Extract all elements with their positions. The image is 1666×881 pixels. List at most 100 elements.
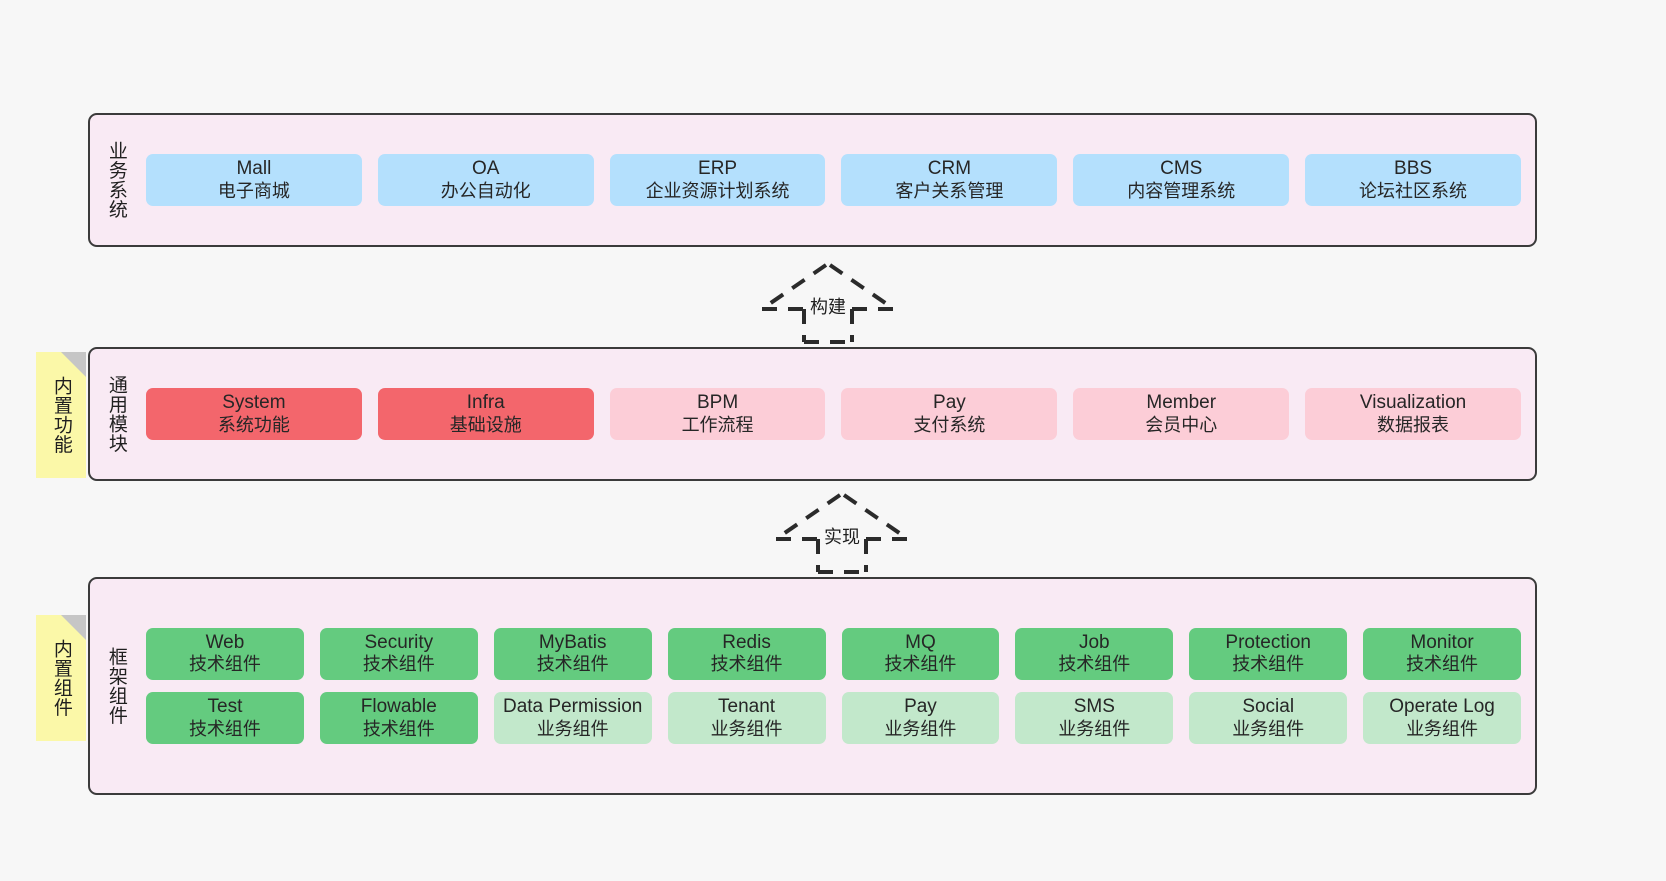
node-mybatis[interactable]: MyBatis 技术组件 (493, 627, 652, 680)
node-flowable[interactable]: Flowable 技术组件 (319, 692, 478, 745)
node-title: System (222, 391, 286, 413)
connector-implement: 实现 (772, 493, 912, 574)
node-title: Monitor (1410, 631, 1474, 653)
node-title: Test (207, 696, 243, 717)
node-test[interactable]: Test 技术组件 (146, 692, 304, 745)
node-title: BBS (1394, 157, 1433, 179)
node-subtitle: 电子商城 (217, 180, 290, 201)
folded-corner-icon (61, 615, 86, 640)
node-member[interactable]: Member 会员中心 (1073, 387, 1290, 441)
node-protection[interactable]: Protection 技术组件 (1189, 627, 1348, 680)
node-operate-log[interactable]: Operate Log 业务组件 (1363, 692, 1521, 745)
layer-title-framework-components: 框架组件 (105, 647, 127, 725)
node-pay-component[interactable]: Pay 业务组件 (841, 692, 1000, 745)
node-subtitle: 数据报表 (1377, 414, 1450, 435)
sticky-note-label: 内置组件 (50, 639, 72, 717)
connector-label-build: 构建 (807, 293, 849, 319)
layer-row: Test 技术组件 Flowable 技术组件 Data Permission … (146, 692, 1521, 745)
node-subtitle: 论坛社区系统 (1359, 180, 1468, 201)
layer-title-business-systems: 业务系统 (105, 141, 127, 219)
node-pay[interactable]: Pay 支付系统 (841, 387, 1058, 441)
node-title: Pay (933, 391, 966, 413)
node-title: BPM (696, 391, 739, 413)
node-title: Tenant (718, 696, 776, 717)
node-title: Protection (1225, 631, 1311, 653)
node-subtitle: 内容管理系统 (1127, 180, 1236, 201)
node-infra[interactable]: Infra 基础设施 (377, 387, 594, 441)
node-subtitle: 业务组件 (1058, 718, 1131, 739)
node-social[interactable]: Social 业务组件 (1189, 692, 1348, 745)
node-subtitle: 技术组件 (884, 654, 957, 675)
node-subtitle: 客户关系管理 (895, 180, 1004, 201)
node-sms[interactable]: SMS 业务组件 (1015, 692, 1174, 745)
dashed-up-arrow-icon (760, 263, 896, 344)
node-subtitle: 技术组件 (710, 654, 783, 675)
node-subtitle: 基础设施 (449, 414, 522, 435)
connector-build: 构建 (758, 263, 898, 344)
node-title: Web (205, 631, 245, 653)
node-title: MyBatis (538, 631, 607, 653)
node-visualization[interactable]: Visualization 数据报表 (1305, 387, 1521, 441)
layer-row: Web 技术组件 Security 技术组件 MyBatis 技术组件 Redi… (146, 627, 1521, 680)
node-title: Security (364, 631, 434, 653)
node-monitor[interactable]: Monitor 技术组件 (1363, 627, 1521, 680)
node-oa[interactable]: OA 办公自动化 (377, 153, 594, 207)
layer-body-framework-components: Web 技术组件 Security 技术组件 MyBatis 技术组件 Redi… (142, 579, 1535, 793)
node-title: Job (1078, 631, 1110, 653)
node-subtitle: 系统功能 (217, 414, 290, 435)
node-job[interactable]: Job 技术组件 (1015, 627, 1174, 680)
node-subtitle: 业务组件 (884, 718, 957, 739)
node-mall[interactable]: Mall 电子商城 (146, 153, 362, 207)
node-bpm[interactable]: BPM 工作流程 (609, 387, 826, 441)
node-subtitle: 业务组件 (1232, 718, 1305, 739)
node-subtitle: 工作流程 (681, 414, 754, 435)
node-web[interactable]: Web 技术组件 (146, 627, 304, 680)
node-system[interactable]: System 系统功能 (146, 387, 362, 441)
node-title: CMS (1160, 157, 1203, 179)
node-title: Infra (466, 391, 505, 413)
node-redis[interactable]: Redis 技术组件 (667, 627, 826, 680)
layer-body-common-modules: System 系统功能 Infra 基础设施 BPM 工作流程 Pay 支付系统… (142, 349, 1535, 479)
node-subtitle: 技术组件 (1058, 654, 1131, 675)
dashed-up-arrow-icon (774, 493, 910, 574)
node-subtitle: 支付系统 (913, 414, 986, 435)
node-subtitle: 技术组件 (362, 654, 435, 675)
node-subtitle: 技术组件 (188, 654, 261, 675)
node-mq[interactable]: MQ 技术组件 (841, 627, 1000, 680)
node-title: MQ (905, 631, 936, 653)
layer-title-common-modules: 通用模块 (105, 375, 127, 453)
node-crm[interactable]: CRM 客户关系管理 (841, 153, 1058, 207)
node-subtitle: 业务组件 (536, 718, 609, 739)
node-subtitle: 技术组件 (1406, 654, 1479, 675)
node-subtitle: 业务组件 (1406, 718, 1479, 739)
node-title: Data Permission (502, 696, 643, 717)
node-title: ERP (698, 157, 738, 179)
node-subtitle: 会员中心 (1145, 414, 1218, 435)
node-data-permission[interactable]: Data Permission 业务组件 (493, 692, 652, 745)
node-cms[interactable]: CMS 内容管理系统 (1073, 153, 1290, 207)
connector-label-implement: 实现 (821, 523, 863, 549)
node-title: SMS (1073, 696, 1115, 717)
node-bbs[interactable]: BBS 论坛社区系统 (1305, 153, 1521, 207)
node-title: Social (1242, 696, 1295, 717)
node-subtitle: 技术组件 (1232, 654, 1305, 675)
layer-row: System 系统功能 Infra 基础设施 BPM 工作流程 Pay 支付系统… (146, 387, 1521, 441)
node-title: Member (1146, 391, 1217, 413)
node-title: Flowable (360, 696, 437, 717)
node-tenant[interactable]: Tenant 业务组件 (667, 692, 826, 745)
node-title: Visualization (1359, 391, 1467, 413)
node-erp[interactable]: ERP 企业资源计划系统 (609, 153, 826, 207)
node-title: OA (472, 157, 500, 179)
node-title: Mall (236, 157, 272, 179)
node-subtitle: 业务组件 (710, 718, 783, 739)
node-security[interactable]: Security 技术组件 (319, 627, 478, 680)
node-subtitle: 办公自动化 (440, 180, 531, 201)
folded-corner-icon (61, 352, 86, 377)
layer-row: Mall 电子商城 OA 办公自动化 ERP 企业资源计划系统 CRM 客户关系… (146, 153, 1521, 207)
layer-business-systems: 业务系统 Mall 电子商城 OA 办公自动化 ERP 企业资源计划系统 CRM… (88, 113, 1537, 247)
node-subtitle: 技术组件 (536, 654, 609, 675)
sticky-note-label: 内置功能 (50, 376, 72, 454)
sticky-note-builtin-features: 内置功能 (36, 352, 86, 478)
layer-framework-components: 框架组件 Web 技术组件 Security 技术组件 MyBatis 技术组件… (88, 577, 1537, 795)
